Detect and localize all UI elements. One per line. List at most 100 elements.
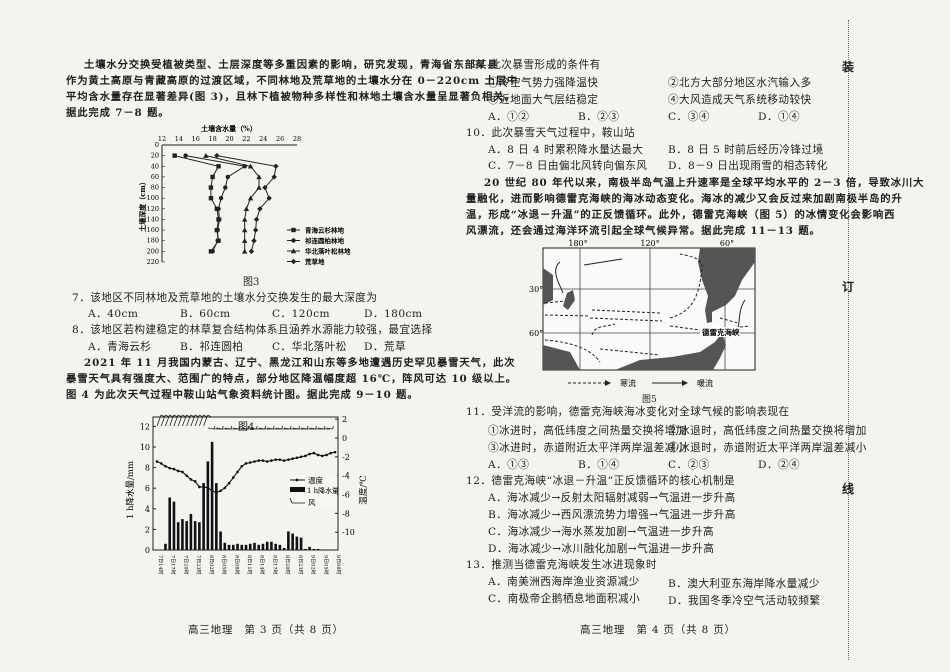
- precip-bar: [185, 521, 188, 550]
- legend-warm-current-label: 暖流: [697, 378, 713, 388]
- figure-5-caption: 图5: [642, 395, 657, 405]
- temperature-point: [236, 470, 239, 474]
- q13-option-d[interactable]: D．我国冬季冷空气活动较频繁: [668, 595, 821, 607]
- q8-option-a[interactable]: A．青海云杉: [88, 341, 152, 353]
- temperature-point: [159, 462, 163, 465]
- q9-option-d[interactable]: D．①④: [758, 111, 801, 123]
- precip-bar: [172, 501, 176, 550]
- cold-current-arrow: [544, 314, 591, 317]
- wind-barb: [332, 425, 334, 430]
- temperature-point: [257, 459, 261, 462]
- drake-passage-label: 德雷克海峡: [702, 327, 740, 337]
- q13-option-a[interactable]: A．南美洲西海岸渔业资源减少: [488, 576, 640, 588]
- q8-option-c[interactable]: C．华北落叶松: [272, 341, 347, 353]
- question-13-stem: 13．推测当德雷克海峡发生冰进现象时: [466, 559, 658, 571]
- q7-option-b[interactable]: B．60cm: [180, 308, 231, 320]
- temperature-point: [253, 460, 256, 463]
- land-antarctica: [543, 345, 580, 370]
- lat-label: 60°: [529, 329, 543, 338]
- precip-bar: [312, 548, 316, 550]
- temperature-point: [274, 458, 277, 461]
- temperature-point: [189, 478, 193, 481]
- q11-option-c[interactable]: C．②③: [668, 459, 710, 471]
- q12-option-c[interactable]: C．海冰减少→海水蒸发加剧→气温进一步升高: [488, 526, 714, 538]
- temperature-point: [202, 485, 205, 489]
- data-point: [241, 227, 248, 233]
- q7-option-d[interactable]: D．180cm: [364, 308, 423, 320]
- temperature-point: [244, 462, 248, 465]
- precip-bar: [236, 543, 239, 550]
- precip-bar: [257, 544, 261, 550]
- data-point: [215, 227, 220, 233]
- y-tick-label: 100: [147, 194, 159, 202]
- temperature-point: [308, 452, 311, 456]
- wind-barb: [203, 414, 208, 427]
- q7-option-c[interactable]: C．120cm: [272, 308, 331, 320]
- temperature-point: [282, 459, 286, 462]
- precip-bar: [291, 533, 294, 550]
- data-point: [248, 248, 255, 255]
- cold-current-arrow: [591, 323, 616, 336]
- q12-option-b[interactable]: B．海冰减少→西风漂流势力增强→气温进一步升高: [488, 509, 736, 521]
- q12-option-d[interactable]: D．海冰减少→冰川融化加剧→气温进一步升高: [488, 543, 715, 555]
- page-footer: 高三地理 第 4 页（共 8 页）: [580, 624, 736, 636]
- x-tick-label: 7日20时: [182, 555, 189, 575]
- wind-barb: [272, 425, 275, 430]
- legend-label: 1 h降水量: [307, 486, 339, 495]
- wind-barb: [207, 427, 214, 430]
- x-tick-label: 22: [242, 135, 250, 143]
- data-point: [251, 238, 257, 244]
- intro-paragraph-line: 作为黄土高原与青藏高原的过渡区域，不同林地及荒草地的土壤水分在 0－220cm …: [66, 75, 519, 87]
- q7-option-a[interactable]: A．40cm: [88, 308, 139, 320]
- q8-option-d[interactable]: D．荒草: [364, 341, 407, 353]
- q11-option-b[interactable]: B．①④: [578, 459, 620, 471]
- q13-option-b[interactable]: B．澳大利亚东海岸降水量减少: [668, 578, 820, 590]
- legend-wind-symbol: [289, 497, 305, 504]
- y-tick-label: 0: [155, 141, 159, 149]
- q11-option-a[interactable]: A．①③: [488, 459, 530, 471]
- q10-option-b[interactable]: B．8 日 5 时前后经历冷锋过境: [668, 144, 824, 156]
- left-tick-label: 4: [145, 505, 150, 514]
- wind-barb: [156, 414, 162, 427]
- precip-bar: [164, 543, 167, 550]
- warm-current-arrow: [583, 258, 623, 266]
- y-tick-label: 120: [147, 205, 159, 213]
- warm-current-arrow: [555, 261, 564, 294]
- binding-char: 线: [842, 482, 855, 496]
- y-tick-label: 160: [147, 226, 159, 234]
- q9-option-a[interactable]: A．①②: [488, 111, 530, 123]
- q12-option-a[interactable]: A．海冰减少→反射太阳辐射减弱→气温进一步升高: [488, 492, 736, 504]
- data-point: [203, 152, 209, 158]
- figure-3-caption: 图3: [243, 277, 260, 288]
- y-tick-label: 60: [151, 173, 159, 181]
- precip-bar: [240, 544, 244, 550]
- q10-option-c[interactable]: C．7－8 日由偏北风转向偏东风: [488, 160, 648, 172]
- q9-option-c[interactable]: C．③④: [668, 111, 710, 123]
- data-point: [243, 206, 250, 212]
- precip-bar: [261, 543, 265, 550]
- temperature-point: [304, 454, 307, 458]
- precip-bar: [231, 544, 235, 550]
- q10-option-a[interactable]: A．8 日 4 时累积降水量达最大: [488, 144, 644, 156]
- q8-option-b[interactable]: B．祁连圆柏: [180, 341, 244, 353]
- precip-bar: [308, 546, 311, 550]
- temperature-point: [198, 485, 201, 489]
- precip-bar: [198, 522, 201, 550]
- landmasses: [543, 248, 755, 370]
- q9-option-b[interactable]: B．②③: [578, 111, 620, 123]
- temperature-point: [164, 464, 167, 468]
- wind-barb: [230, 425, 233, 430]
- cold-current-arrow: [669, 325, 701, 331]
- x-tick-label: 14: [175, 135, 183, 143]
- y-tick-label: 80: [151, 184, 159, 192]
- q11-option-d[interactable]: D．②④: [758, 459, 801, 471]
- y-axis-title: 土壤深度（cm）: [138, 178, 147, 232]
- question-9-stem: 9．此次暴雪形成的条件有: [472, 59, 601, 71]
- wind-barb: [199, 414, 204, 427]
- data-point: [266, 195, 272, 201]
- x-tick-label: 12: [158, 135, 166, 143]
- cold-current-arrow: [669, 253, 703, 319]
- temperature-point: [240, 464, 244, 468]
- q10-option-d[interactable]: D．8－9 日出现雨雪的相态转化: [668, 160, 828, 172]
- q13-option-c[interactable]: C．南极帝企鹅栖息地面积减小: [488, 593, 641, 605]
